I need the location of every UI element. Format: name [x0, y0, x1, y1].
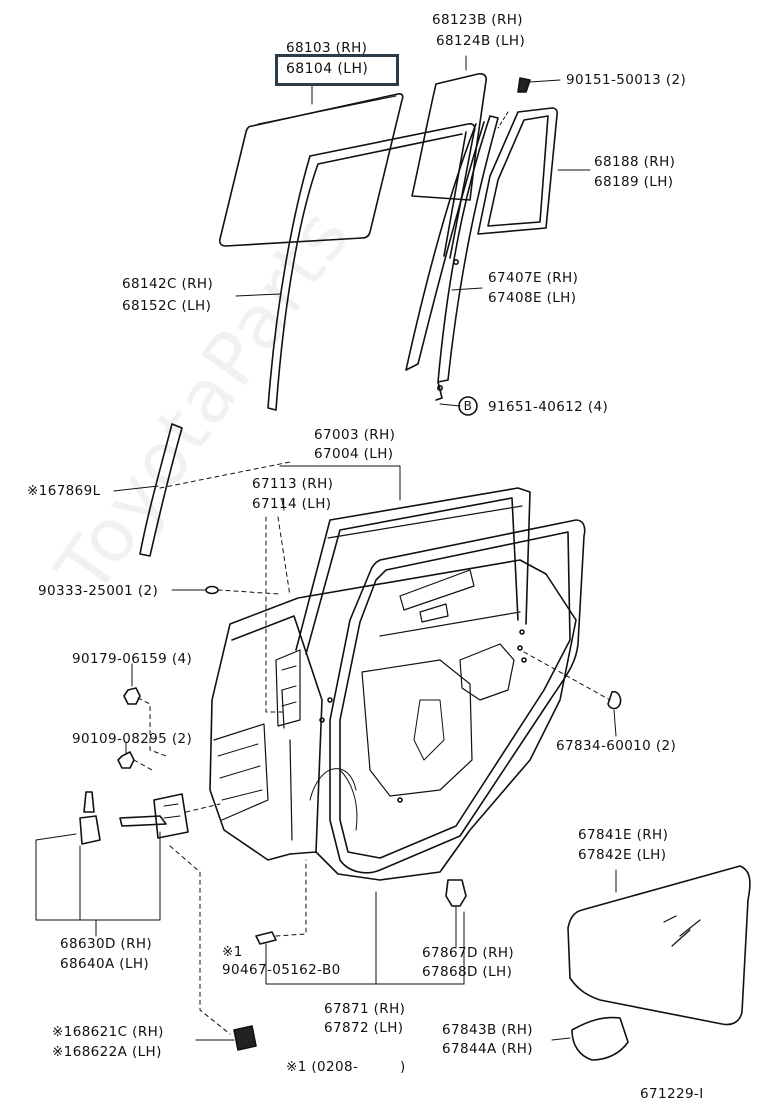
weatherstrip	[329, 519, 586, 874]
label-90467[interactable]: 90467-05162-B0	[222, 962, 341, 978]
label-67408e[interactable]: 67408E (LH)	[488, 290, 577, 306]
quarter-glass	[411, 73, 487, 201]
label-68630d[interactable]: 68630D (RH)	[60, 936, 153, 952]
hole-cover	[567, 865, 751, 1026]
label-167869l[interactable]: ※167869L	[27, 483, 101, 499]
label-68103[interactable]: 68103 (RH)	[286, 40, 368, 56]
diagram-number: 671229-I	[640, 1086, 704, 1102]
footnote: ※1 (0208- )	[286, 1059, 406, 1075]
label-90109[interactable]: 90109-08295 (2)	[72, 731, 193, 747]
label-67113[interactable]: 67113 (RH)	[252, 476, 334, 492]
note-1-marker: ※1	[222, 944, 243, 960]
label-67844a[interactable]: 67844A (RH)	[442, 1041, 533, 1057]
belt-molding	[139, 423, 183, 557]
label-68152c[interactable]: 68152C (LH)	[122, 298, 212, 314]
label-90179[interactable]: 90179-06159 (4)	[72, 651, 193, 667]
label-67868d[interactable]: 67868D (LH)	[422, 964, 513, 980]
door-sash	[295, 487, 531, 655]
circle-b-label: B	[463, 399, 473, 413]
label-68123b[interactable]: 68123B (RH)	[432, 12, 523, 28]
label-67114[interactable]: 67114 (LH)	[252, 496, 332, 512]
glass-run	[267, 123, 476, 411]
label-68189[interactable]: 68189 (LH)	[594, 174, 674, 190]
label-168621c[interactable]: ※168621C (RH)	[52, 1024, 164, 1040]
label-67842e[interactable]: 67842E (LH)	[578, 847, 667, 863]
label-168622a[interactable]: ※168622A (LH)	[52, 1044, 162, 1060]
quarter-frame	[477, 107, 559, 235]
label-67843b[interactable]: 67843B (RH)	[442, 1022, 533, 1038]
label-67407e[interactable]: 67407E (RH)	[488, 270, 579, 286]
label-68640a[interactable]: 68640A (LH)	[60, 956, 150, 972]
label-67834[interactable]: 67834-60010 (2)	[556, 738, 677, 754]
label-67003[interactable]: 67003 (RH)	[314, 427, 396, 443]
label-67867d[interactable]: 67867D (RH)	[422, 945, 515, 961]
label-68188[interactable]: 68188 (RH)	[594, 154, 676, 170]
label-67871[interactable]: 67871 (RH)	[324, 1001, 406, 1017]
label-67004[interactable]: 67004 (LH)	[314, 446, 394, 462]
label-68142c[interactable]: 68142C (RH)	[122, 276, 214, 292]
highlight-frame	[275, 54, 399, 86]
label-68124b[interactable]: 68124B (LH)	[436, 33, 526, 49]
label-67872[interactable]: 67872 (LH)	[324, 1020, 404, 1036]
label-67841e[interactable]: 67841E (RH)	[578, 827, 669, 843]
label-90151[interactable]: 90151-50013 (2)	[566, 72, 687, 88]
label-91651[interactable]: 91651-40612 (4)	[488, 399, 609, 415]
door-glass	[218, 93, 404, 247]
label-90333[interactable]: 90333-25001 (2)	[38, 583, 159, 599]
label-68104[interactable]: 68104 (LH)	[286, 61, 369, 77]
door-panel	[209, 559, 577, 881]
